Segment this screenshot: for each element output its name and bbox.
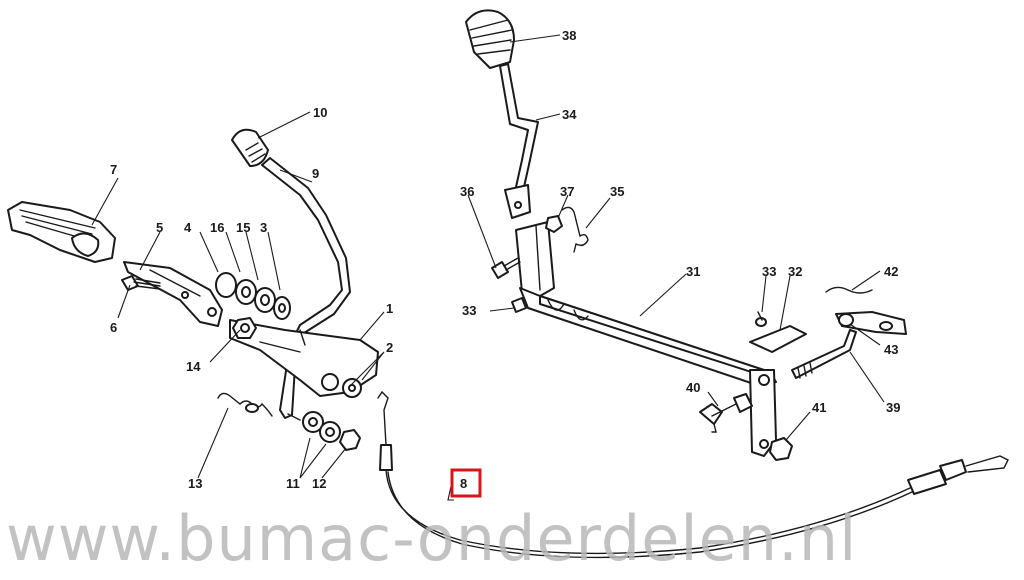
part-label: 10 (313, 105, 327, 120)
part-label: 33 (762, 264, 776, 279)
bracket-plate-part (123, 261, 223, 327)
part-label: 7 (110, 162, 117, 177)
cross-beam-part (515, 221, 777, 387)
part-label: 36 (460, 184, 474, 199)
part-number-labels: 7 5 6 4 16 15 3 9 10 1 2 14 13 11 12 8 3… (110, 28, 900, 498)
part-label: 12 (312, 476, 326, 491)
part-label: 5 (156, 220, 163, 235)
part-label: 1 (386, 301, 393, 316)
part-label: 39 (886, 400, 900, 415)
part-label: 43 (884, 342, 898, 357)
washer-stack-part (215, 272, 291, 320)
part-label: 33 (462, 303, 476, 318)
part-label: 31 (686, 264, 700, 279)
part-label: 38 (562, 28, 576, 43)
small-nut-spring-part (545, 206, 589, 253)
shift-lever-part (465, 9, 539, 219)
part-label: 42 (884, 264, 898, 279)
lever-rod-part (231, 128, 351, 419)
watermark-text: www.bumac-onderdelen.nl (6, 502, 857, 575)
part-label: 34 (562, 107, 577, 122)
mount-plate-part (749, 369, 793, 461)
part-label: 11 (286, 476, 300, 491)
part-label: 9 (312, 166, 319, 181)
part-label-highlighted: 8 (460, 476, 467, 491)
bolts-part (491, 257, 753, 433)
part-label: 3 (260, 220, 267, 235)
part-label: 14 (186, 359, 201, 374)
part-label: 35 (610, 184, 624, 199)
part-label: 37 (560, 184, 574, 199)
cable-part (377, 390, 1009, 559)
spring-part (217, 392, 273, 417)
bottom-washers-part (287, 411, 361, 451)
highlight-box (450, 468, 482, 498)
part-label: 15 (236, 220, 250, 235)
leader-lines (91, 34, 885, 501)
part-label: 4 (184, 220, 192, 235)
part-label: 2 (386, 340, 393, 355)
clip-part (749, 311, 807, 353)
part-label: 41 (812, 400, 826, 415)
pedal-part (7, 201, 116, 263)
bolt-part (121, 275, 161, 291)
link-part (825, 286, 907, 335)
nut-part (232, 317, 257, 339)
rod-part (791, 329, 857, 379)
part-label: 40 (686, 380, 700, 395)
part-label: 32 (788, 264, 802, 279)
part-label: 16 (210, 220, 224, 235)
part-label: 13 (188, 476, 202, 491)
part-label: 6 (110, 320, 117, 335)
